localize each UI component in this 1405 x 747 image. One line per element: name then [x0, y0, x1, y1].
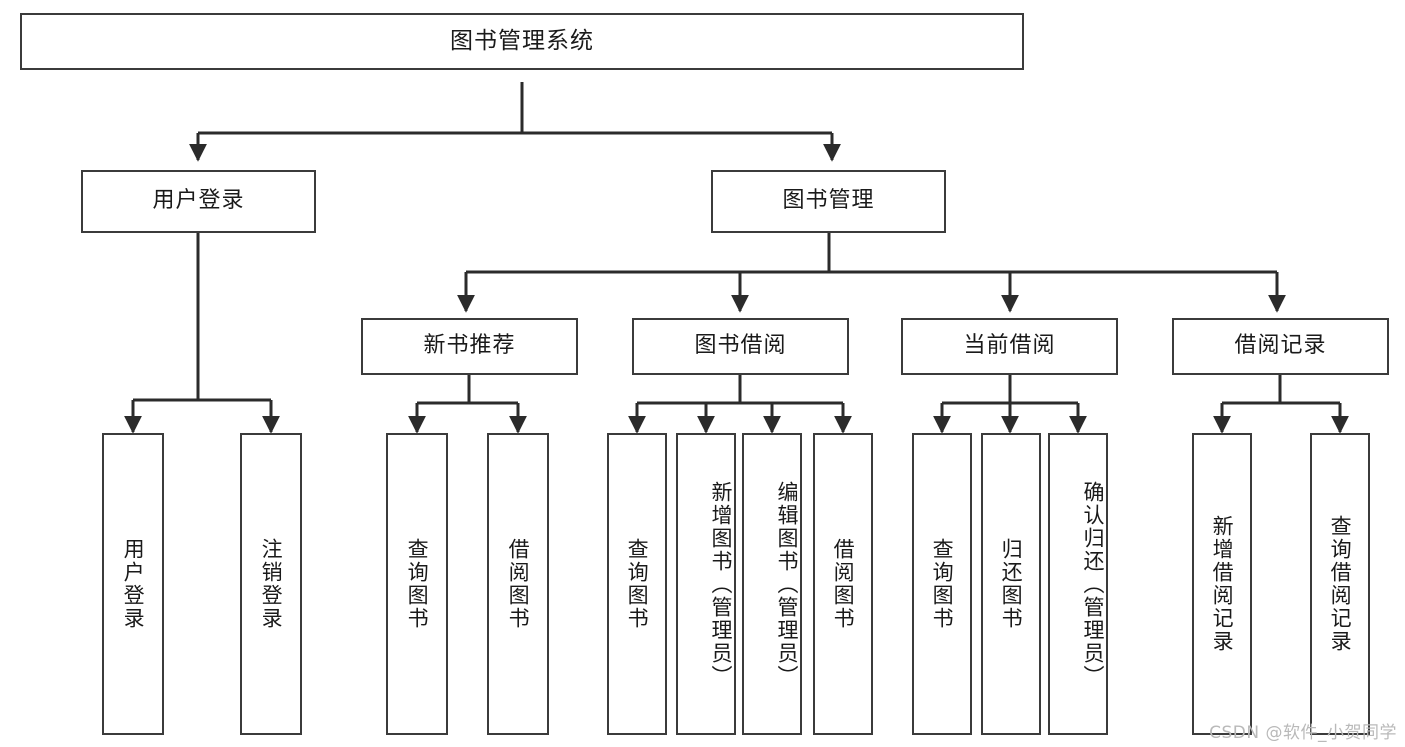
leaf-user-login[interactable]: 用户登录	[102, 433, 164, 735]
leaf-label: 借阅图书	[831, 538, 856, 630]
leaf-label: 用户登录	[121, 538, 146, 630]
node-borrowing-record[interactable]: 借阅记录	[1172, 318, 1389, 375]
node-current-borrowing[interactable]: 当前借阅	[901, 318, 1118, 375]
leaf-label: 新增图书（管理员）	[709, 480, 733, 688]
leaf-label: 查询借阅记录	[1328, 515, 1353, 653]
leaf-confirm-return-admin[interactable]: 确认归还（管理员）	[1048, 433, 1108, 735]
leaf-edit-book-admin[interactable]: 编辑图书（管理员）	[742, 433, 802, 735]
leaf-return-book[interactable]: 归还图书	[981, 433, 1041, 735]
leaf-borrow-book-borrowing[interactable]: 借阅图书	[813, 433, 873, 735]
leaf-logout-login[interactable]: 注销登录	[240, 433, 302, 735]
leaf-label: 借阅图书	[506, 538, 531, 630]
leaf-borrow-book-recommendation[interactable]: 借阅图书	[487, 433, 549, 735]
leaf-label: 编辑图书（管理员）	[775, 480, 799, 688]
leaf-label: 查询图书	[930, 538, 955, 630]
node-book-management[interactable]: 图书管理	[711, 170, 946, 233]
leaf-label: 注销登录	[259, 538, 284, 630]
node-root-system[interactable]: 图书管理系统	[20, 13, 1024, 70]
node-book-borrowing[interactable]: 图书借阅	[632, 318, 849, 375]
leaf-query-borrowing-record[interactable]: 查询借阅记录	[1310, 433, 1370, 735]
leaf-label: 查询图书	[625, 538, 650, 630]
leaf-label: 归还图书	[999, 538, 1024, 630]
leaf-label: 确认归还（管理员）	[1081, 480, 1105, 688]
node-user-login[interactable]: 用户登录	[81, 170, 316, 233]
leaf-label: 新增借阅记录	[1210, 515, 1235, 653]
leaf-query-book-recommendation[interactable]: 查询图书	[386, 433, 448, 735]
leaf-query-book-borrowing[interactable]: 查询图书	[607, 433, 667, 735]
leaf-add-borrowing-record[interactable]: 新增借阅记录	[1192, 433, 1252, 735]
csdn-watermark: CSDN @软件_小贺同学	[1209, 723, 1397, 743]
node-new-book-recommendation[interactable]: 新书推荐	[361, 318, 578, 375]
leaf-add-book-admin[interactable]: 新增图书（管理员）	[676, 433, 736, 735]
leaf-label: 查询图书	[405, 538, 430, 630]
leaf-query-book-current[interactable]: 查询图书	[912, 433, 972, 735]
